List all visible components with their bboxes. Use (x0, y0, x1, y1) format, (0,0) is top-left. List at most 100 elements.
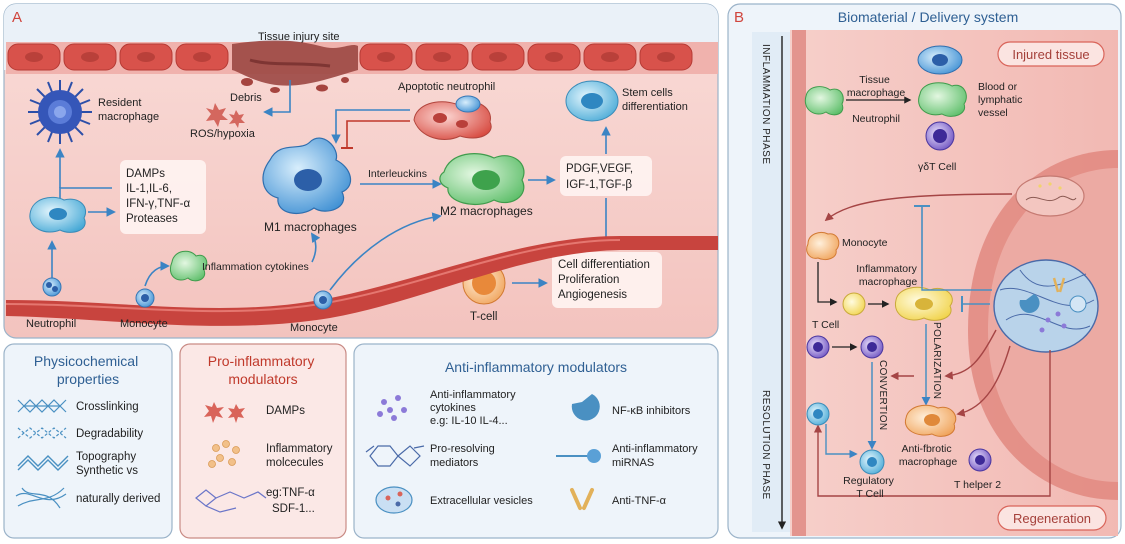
resident-macrophage-label: Resident macrophage (98, 97, 159, 123)
extracellular-vesicle-icon (375, 486, 413, 514)
regulatory-t-label: Regulatory T Cell (843, 475, 897, 500)
svg-text:Injured tissue: Injured tissue (1012, 47, 1089, 62)
m1-label: M1 macrophages (264, 220, 357, 234)
inflammatory-molecules-label: Inflammatory molcecules (266, 443, 336, 469)
crosslinking-icon (17, 399, 67, 413)
crosslinking-label: Crosslinking (76, 401, 139, 413)
pro-inflammatory-box: Pro-inflammatory modulators DAMPs Inflam… (179, 343, 347, 539)
anti-title: Anti-inflammatory modulators (445, 359, 627, 375)
debris-ros-arrow (263, 80, 291, 117)
mirnas-label: Anti-inflammatory miRNAS (612, 443, 701, 469)
debris-label: Debris (230, 92, 262, 104)
biomaterial-scaffold (993, 259, 1099, 353)
injured-tissue-badge: Injured tissue (997, 41, 1105, 67)
monocyte-to-m2-arrow (329, 212, 442, 291)
apoptotic-neutrophil-label: Apoptotic neutrophil (398, 81, 495, 93)
convertion-label: CONVERTION (877, 360, 888, 431)
anti-cytokines-label: Anti-inflammatory cytokines e.g: IL-10 I… (430, 389, 519, 427)
apoptotic-to-m1-arrow (331, 109, 410, 144)
blood-vessel-label: Blood or lymphatic vessel (978, 81, 1025, 119)
inflammation-phase-label: INFLAMMATION PHASE (760, 44, 771, 165)
tissue-macrophage-label: Tissue macrophage (847, 74, 906, 99)
panel-b: B Biomaterial / Delivery system INFLAMMA… (727, 3, 1122, 539)
topography-label: Topography Synthetic vs (76, 451, 139, 477)
inflammatory-macrophage-cell (894, 286, 953, 321)
delivery-capsule (1015, 175, 1085, 217)
endothelium-top (6, 40, 718, 86)
growth-factors-box: PDGF,VEGF, IGF-1,TGF-β (560, 156, 652, 196)
resident-macrophage-cell (28, 80, 92, 144)
panel-b-letter: B (734, 9, 744, 26)
left-t-cell (806, 402, 830, 426)
topography-icon (17, 455, 69, 471)
m2-macrophage-cell (439, 153, 525, 206)
anti-fibrotic-label: Anti-fbrotic macrophage (899, 443, 958, 468)
regeneration-badge: Regeneration (997, 505, 1107, 531)
polarization-label: POLARIZATION (931, 322, 942, 399)
monocyte-b-cell (806, 231, 840, 261)
vesicles-label: Extracellular vesicles (430, 495, 533, 507)
inflammatory-molecules-icon (208, 440, 240, 468)
damps-box: DAMPs IL-1,IL-6, IFN-γ,TNF-α Proteases (120, 160, 206, 234)
t-cell-b-label: T Cell (812, 319, 839, 331)
small-yellow-cell (842, 292, 866, 316)
monocyte-label-2: Monocyte (290, 322, 338, 334)
ros-icon (206, 103, 245, 128)
damps-icon (204, 402, 245, 423)
cytokines-icon (377, 395, 407, 421)
t-cell-b2 (860, 335, 884, 359)
gd-t-cell-label: γδT Cell (918, 161, 956, 173)
cell-cluster (917, 45, 967, 151)
m1-macrophage-cell (262, 137, 352, 215)
tissue-macrophage-cell (804, 86, 844, 116)
outcomes-box: Cell differentiation Proliferation Angio… (552, 252, 662, 308)
anti-tnf-icon (570, 488, 594, 510)
anti-fibrotic-macrophage-cell (904, 404, 957, 437)
nfkb-icon (571, 394, 600, 421)
t-cell-b (806, 335, 830, 359)
svg-text:Regeneration: Regeneration (1013, 511, 1091, 526)
pro-damps-label: DAMPs (266, 405, 305, 417)
apoptotic-neutrophil-cell (413, 95, 492, 140)
naturally-derived-label: naturally derived (76, 493, 160, 505)
degradability-icon (17, 427, 67, 439)
anti-tnf-label: Anti-TNF-α (612, 495, 667, 507)
pro-resolving-icon (365, 445, 425, 467)
tissue-injury-site-label: Tissue injury site (258, 31, 340, 43)
svg-text:PDGF,VEGF, IGF-1,TGF-β: PDGF,VEGF, IGF-1,TGF-β (566, 163, 636, 191)
degradability-label: Degradability (76, 428, 143, 440)
stem-cells-label: Stem cells differentiation (622, 87, 688, 113)
monocyte-cell-1 (135, 288, 155, 308)
interleukins-label: Interleuckins (368, 168, 427, 180)
panel-a-letter: A (12, 9, 22, 26)
capsule-to-monocyte-arrow (824, 193, 1013, 222)
panel-a: A (3, 3, 719, 339)
stem-cell (565, 80, 619, 122)
regulatory-t-cell (859, 449, 885, 475)
physico-title: Physicochemical properties (34, 353, 142, 387)
pro-title: Pro-inflammatory modulators (208, 353, 318, 387)
small-macrophage-cell (29, 196, 86, 233)
cytokines-to-m1-arrow (310, 232, 321, 263)
apoptotic-inhibit-line (346, 120, 410, 148)
panel-b-title: Biomaterial / Delivery system (838, 9, 1019, 25)
t-helper-2-label: T helper 2 (954, 479, 1001, 491)
anti-inflammatory-box: Anti-inflammatory modulators Anti-inflam… (353, 343, 719, 539)
neutrophil-b-label: Neutrophil (852, 113, 900, 125)
pro-resolving-label: Pro-resolving mediators (430, 443, 498, 469)
mirna-icon (556, 449, 601, 463)
inflammatory-macrophage-label: Inflammatory macrophage (856, 263, 920, 288)
monocyte-b-label: Monocyte (842, 237, 888, 249)
cytokine-cell (170, 250, 208, 282)
ros-hypoxia-label: ROS/hypoxia (190, 128, 256, 140)
tnf-sdf-label: eg:TNF-α SDF-1... (266, 487, 318, 515)
inflammation-cytokines-label: Inflammation cytokines (202, 261, 309, 273)
resolution-phase-label: RESOLUTION PHASE (760, 390, 771, 500)
neutrophil-label: Neutrophil (26, 318, 76, 330)
t-cell-label: T-cell (470, 311, 497, 323)
phase-axis: INFLAMMATION PHASE RESOLUTION PHASE (752, 32, 790, 532)
natural-fiber-icon (15, 487, 67, 509)
physicochemical-box: Physicochemical properties Crosslinking … (3, 343, 173, 539)
monocyte-cell-2 (313, 290, 333, 310)
